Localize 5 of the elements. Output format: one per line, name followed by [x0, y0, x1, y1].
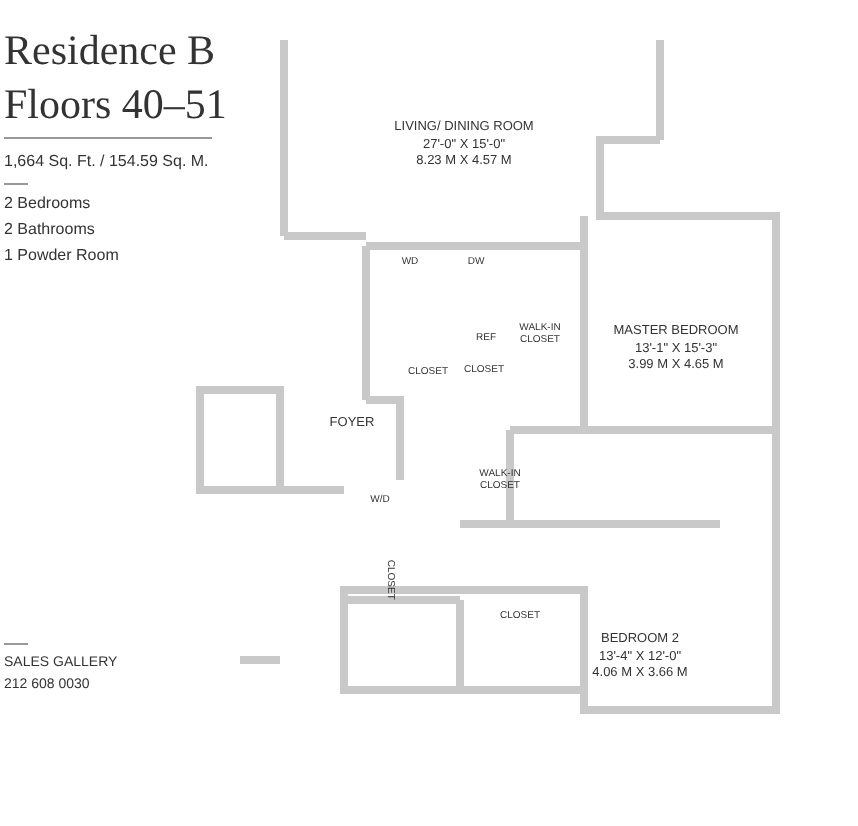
- spec-text: 1 Powder Room: [4, 246, 119, 265]
- title: Residence B Floors 40–51: [4, 24, 229, 132]
- spec-text: 2 Bathrooms: [4, 220, 95, 239]
- spec-text: 2 Bedrooms: [4, 194, 91, 213]
- area-text: 1,664 Sq. Ft. / 154.59 Sq. M.: [4, 152, 209, 171]
